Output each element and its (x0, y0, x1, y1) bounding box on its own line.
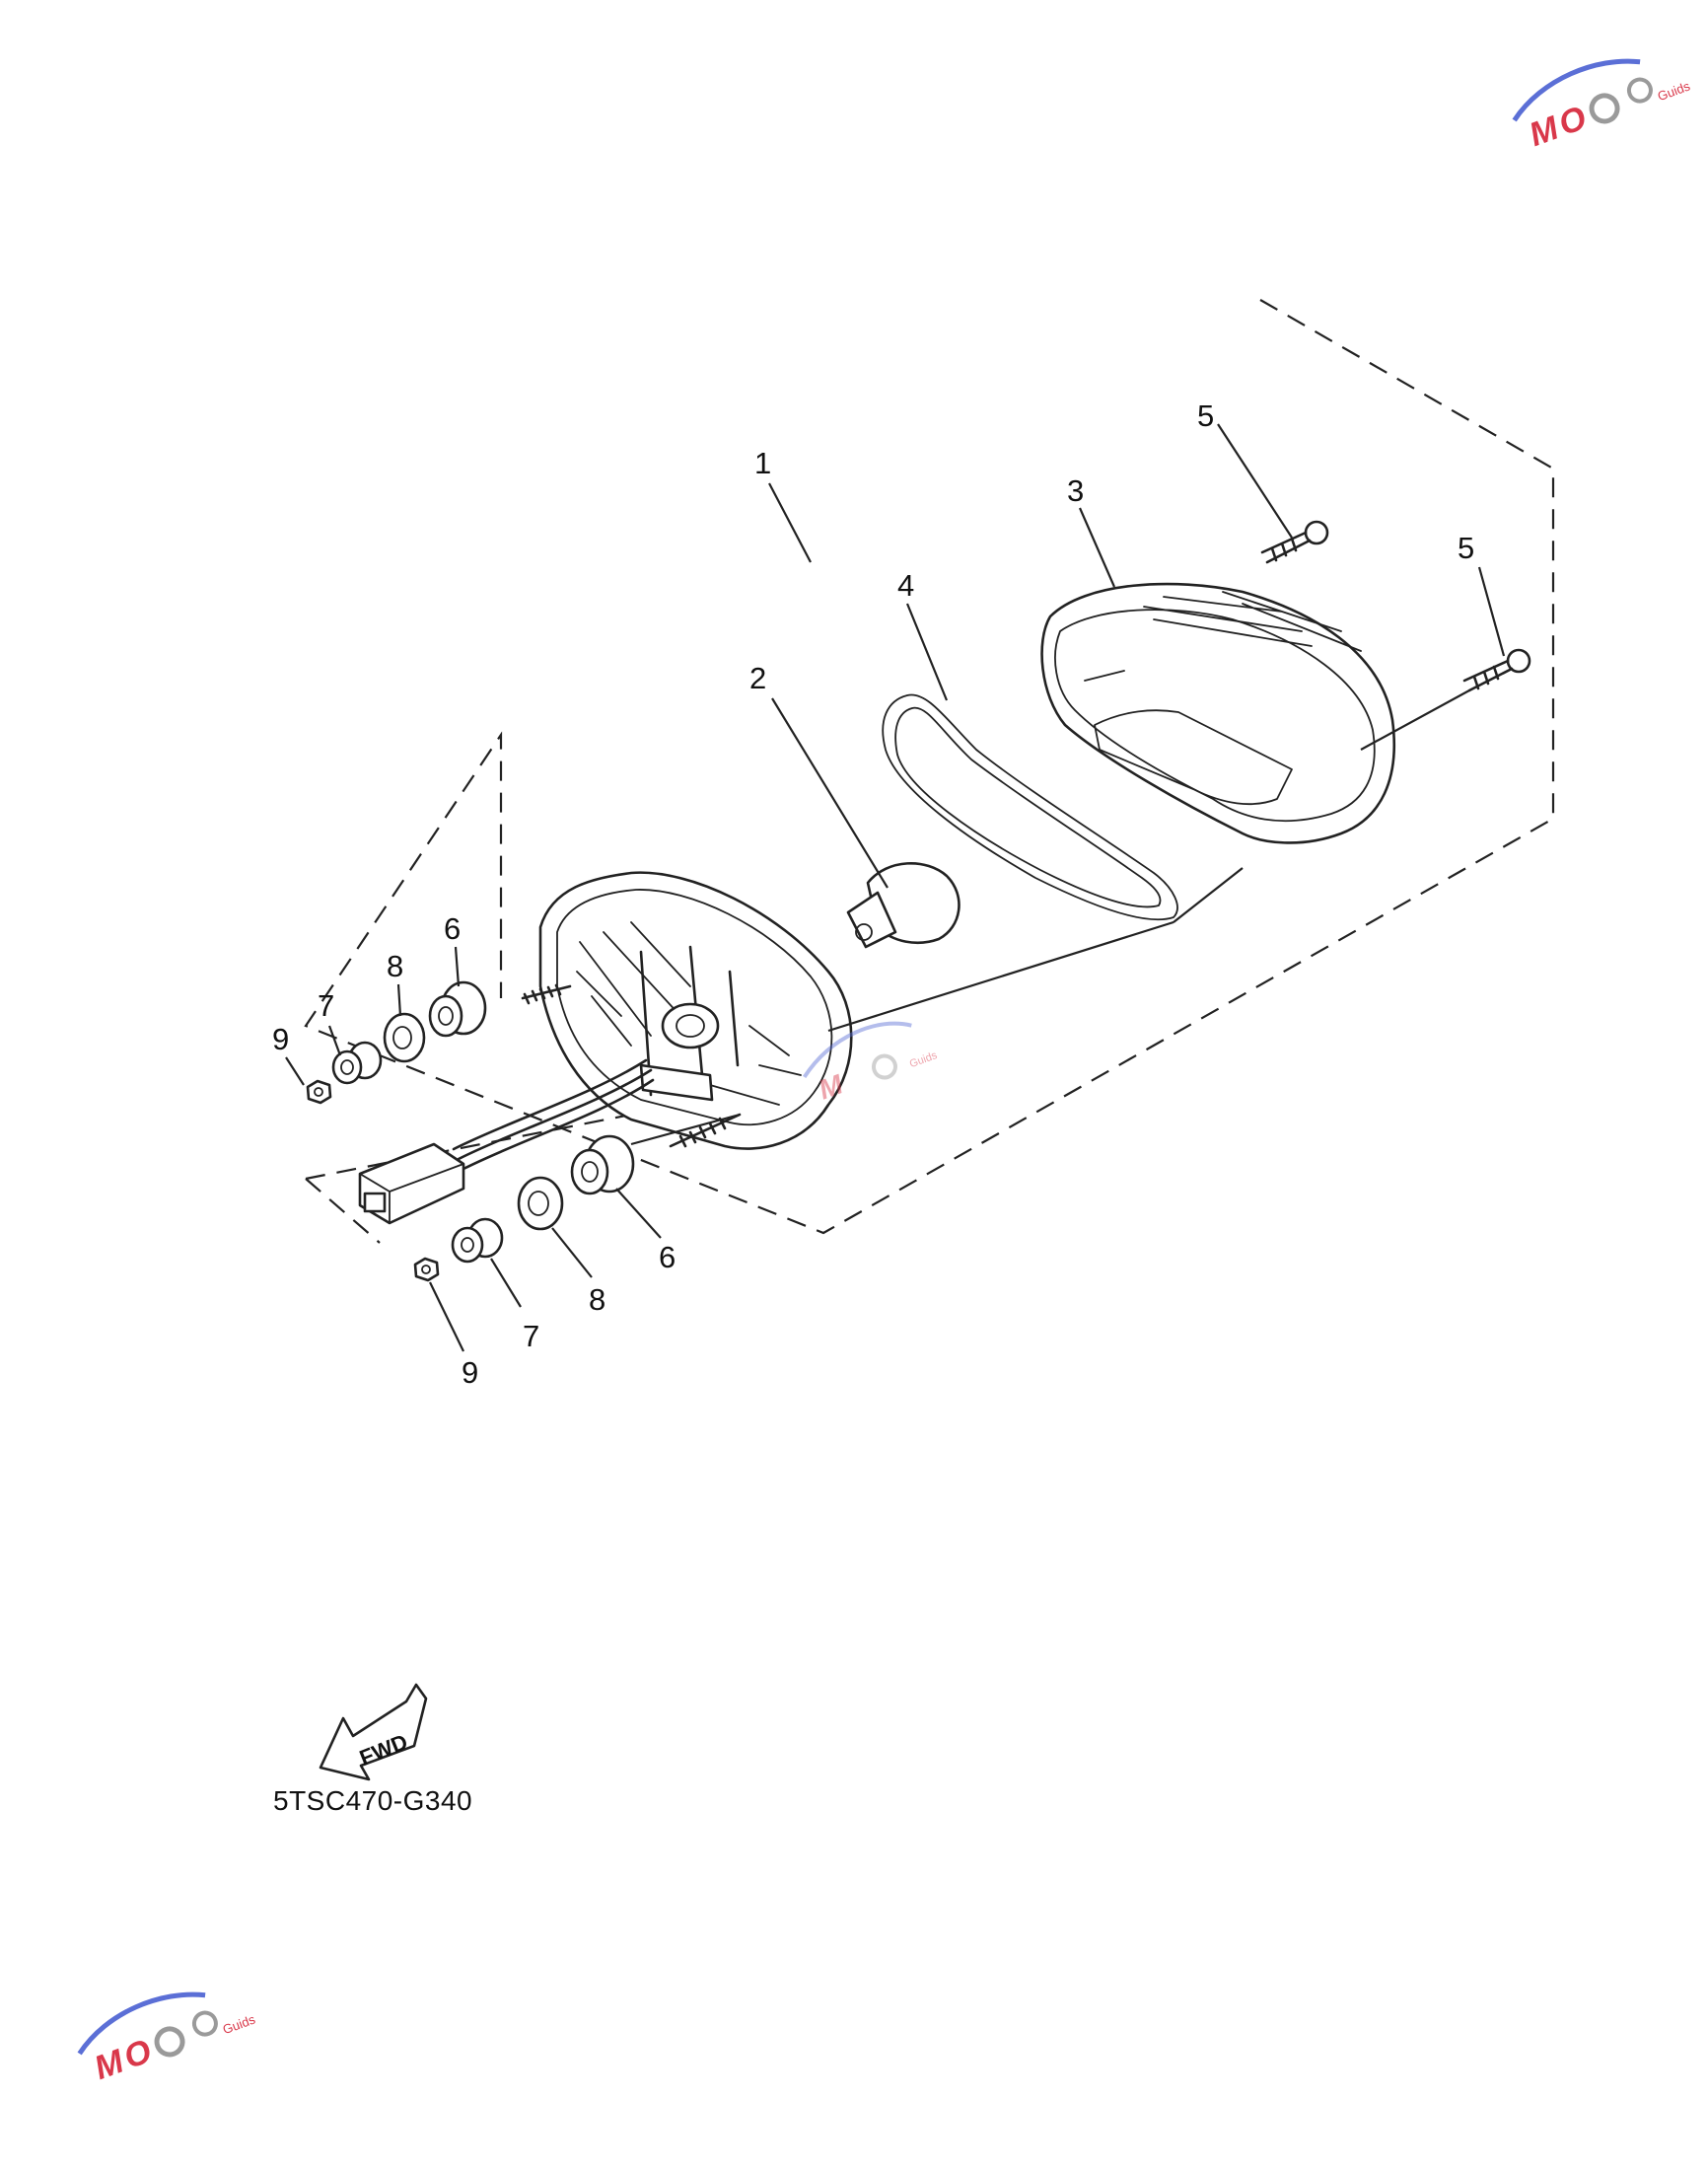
callout-6-upper: 6 (444, 911, 461, 946)
screw-upper (1260, 520, 1329, 564)
washer-8-lower (517, 1176, 564, 1231)
gasket (882, 693, 1178, 921)
callout-2: 2 (749, 661, 766, 695)
assembly-boundary (304, 299, 1555, 1235)
callout-7-upper: 7 (318, 988, 334, 1023)
callout-labels: 1 2 3 4 5 5 6 7 8 9 6 7 8 9 (272, 398, 1474, 1390)
collar-7-lower (451, 1217, 504, 1264)
svg-text:Guids: Guids (1656, 78, 1693, 104)
lens (1040, 582, 1396, 844)
diagram-code: 5TSC470-G340 (273, 1785, 473, 1816)
axis-line-lower (630, 1113, 741, 1146)
washer-8-upper (383, 1012, 426, 1063)
lower-assembly-boundary (305, 1113, 632, 1244)
callout-5-lower: 5 (1458, 531, 1474, 565)
watermark-logo-top: M O Guids (1512, 58, 1693, 154)
callout-8-lower: 8 (589, 1282, 605, 1317)
stud-lower (669, 1113, 742, 1148)
wiring-harness (358, 1058, 655, 1225)
screw-axis-line (1360, 689, 1470, 751)
grommet-6-lower (570, 1134, 635, 1195)
callout-7-lower: 7 (523, 1319, 539, 1353)
bulb (846, 862, 961, 949)
forward-direction-arrow: FWD (319, 1683, 428, 1781)
callout-6-lower: 6 (659, 1240, 676, 1274)
leader-lines (285, 423, 1506, 1352)
screw-lower (1462, 648, 1531, 692)
callout-9-lower: 9 (462, 1355, 478, 1390)
lamp-housing (538, 871, 853, 1150)
callout-3: 3 (1067, 473, 1084, 508)
callout-8-upper: 8 (387, 949, 403, 983)
nut-9-upper (306, 1079, 332, 1105)
callout-4: 4 (897, 568, 914, 603)
callout-5-upper: 5 (1197, 398, 1214, 433)
stud-upper (521, 983, 572, 1005)
svg-text:Guids: Guids (908, 1049, 940, 1070)
callout-9-upper: 9 (272, 1022, 289, 1056)
svg-text:Guids: Guids (221, 2011, 258, 2037)
collar-7-upper (331, 1041, 383, 1085)
axis-line-upper (827, 867, 1244, 1033)
callout-1: 1 (754, 446, 771, 480)
nut-9-lower (413, 1257, 440, 1282)
watermark-logo-bottom: M O Guids (77, 1991, 258, 2087)
grommet-6-upper (428, 980, 487, 1038)
